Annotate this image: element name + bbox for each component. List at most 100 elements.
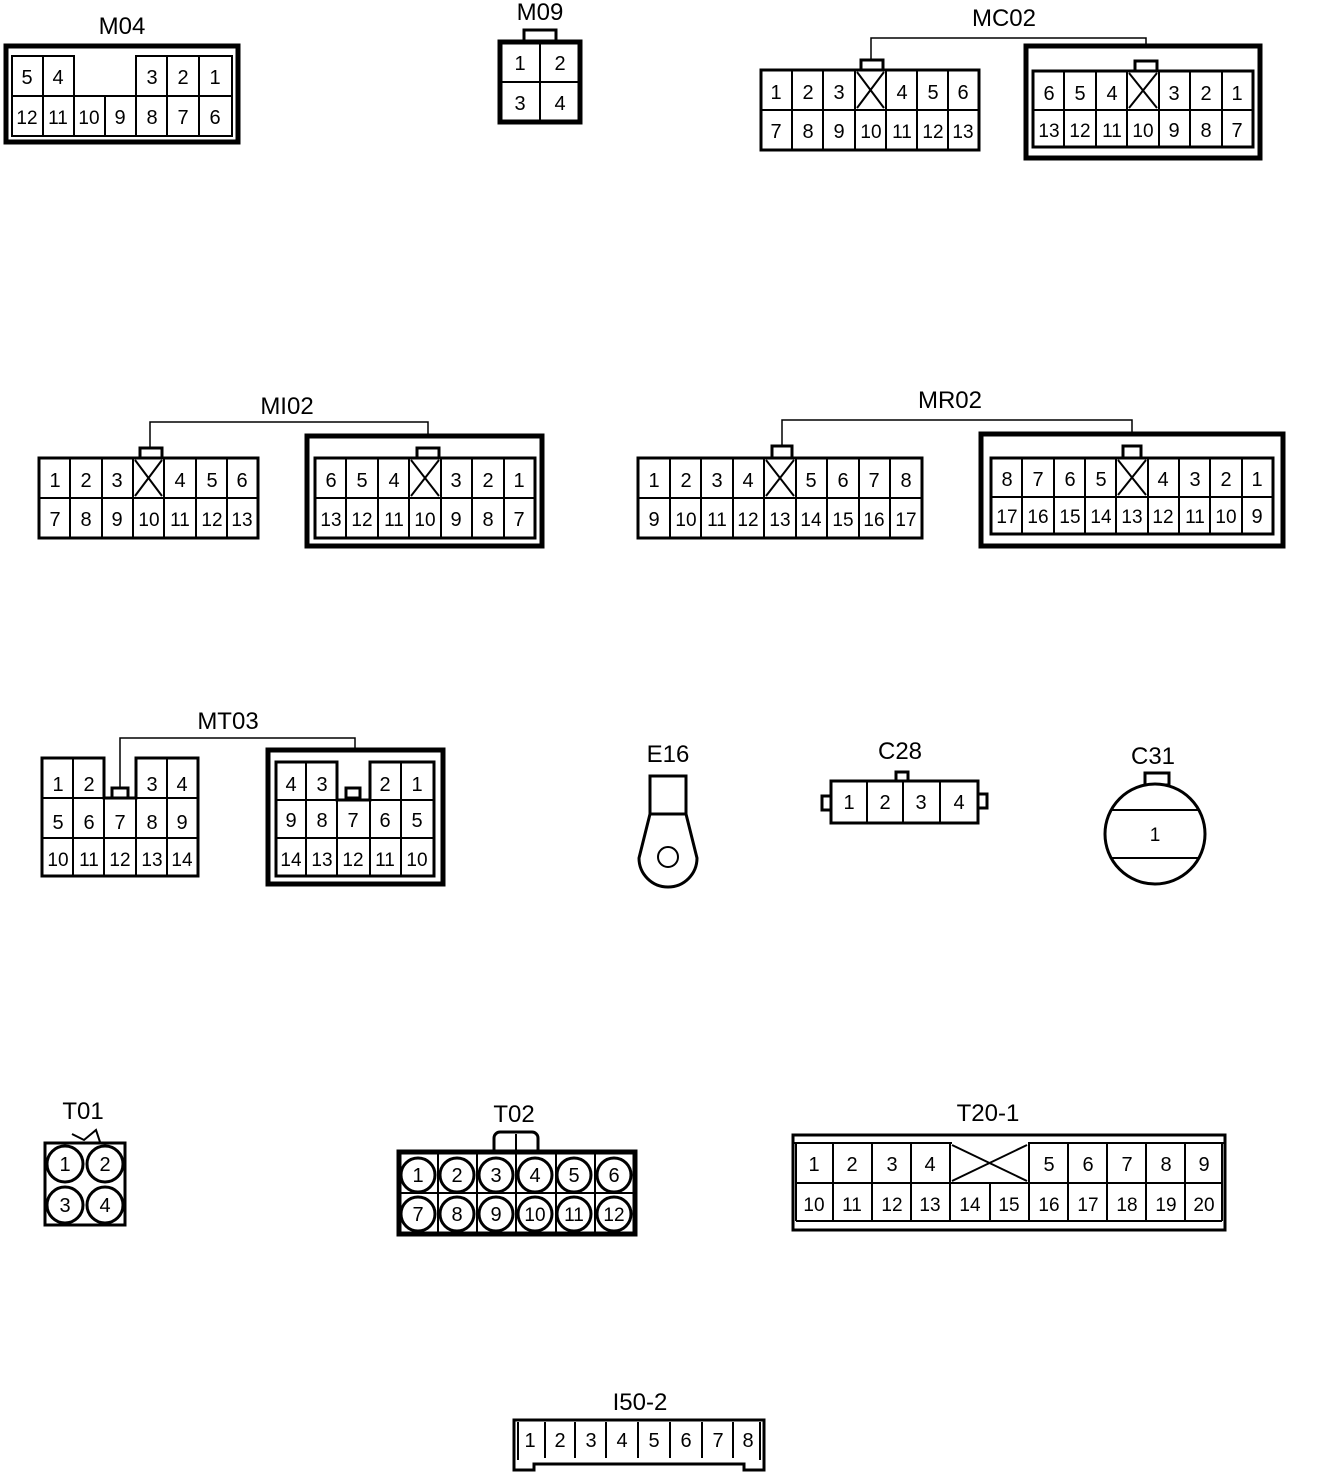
mc02-right-lock <box>1133 59 1159 73</box>
e16-ring-terminal <box>637 812 699 889</box>
mt03-left-lock <box>110 786 130 800</box>
pin-cavity <box>45 1144 85 1184</box>
pin-label: 12 <box>922 122 943 143</box>
pin-label: 15 <box>998 1195 1019 1216</box>
pin-label: 9 <box>111 509 122 531</box>
pin-label: 13 <box>1038 121 1059 142</box>
pin-label: 4 <box>285 774 296 796</box>
pin-label: 17 <box>1077 1195 1098 1216</box>
pin-label: 4 <box>52 67 63 89</box>
connector-title-mi02: MI02 <box>260 393 313 420</box>
pin-label: 12 <box>1152 507 1173 528</box>
pin-label: 1 <box>209 67 220 89</box>
e16-crimp <box>648 774 688 816</box>
pin-cavity <box>438 1156 476 1194</box>
pin-label: 2 <box>482 470 493 492</box>
pin-label: 9 <box>1168 120 1179 142</box>
pin-label: 1 <box>1251 469 1262 491</box>
pin-label: 3 <box>886 1154 897 1176</box>
pin-label: 5 <box>1074 83 1085 105</box>
pin-cavity <box>516 1156 554 1194</box>
pin-label: 4 <box>529 1165 540 1187</box>
pin-label: 14 <box>1090 507 1112 528</box>
pin-label: 9 <box>490 1204 501 1226</box>
pin-label: 10 <box>524 1205 545 1226</box>
pin-label: 8 <box>900 470 911 492</box>
pin-label: 4 <box>176 774 187 796</box>
connector-title-t01: T01 <box>62 1098 103 1125</box>
pin-label: 7 <box>1121 1154 1132 1176</box>
pin-label: 2 <box>554 1430 565 1452</box>
pin-cavity <box>477 1195 515 1233</box>
pin-label: 3 <box>146 67 157 89</box>
connector-title-e16: E16 <box>647 741 690 768</box>
pin-label: 9 <box>450 509 461 531</box>
mc02-left-dividers <box>791 70 949 150</box>
pin-label: 13 <box>952 122 973 143</box>
pin-cavity <box>477 1156 515 1194</box>
pin-label: 7 <box>177 107 188 129</box>
connector-title-t20-1: T20-1 <box>957 1100 1020 1127</box>
pin-cavity <box>516 1195 554 1233</box>
pin-label: 9 <box>176 812 187 834</box>
pin-label: 3 <box>316 774 327 796</box>
mc02-left-lock <box>859 58 885 72</box>
mr02-left-lock <box>770 444 794 460</box>
pin-label: 8 <box>146 812 157 834</box>
pin-label: 13 <box>231 510 252 531</box>
pin-label: 12 <box>201 510 222 531</box>
pin-label: 3 <box>450 470 461 492</box>
pin-label: 8 <box>80 509 91 531</box>
pin-label: 2 <box>1200 83 1211 105</box>
pin-label: 4 <box>1106 83 1117 105</box>
pin-label: 1 <box>412 1165 423 1187</box>
pin-label: 5 <box>52 812 63 834</box>
pin-label: 10 <box>675 510 696 531</box>
pin-label: 9 <box>648 509 659 531</box>
pin-label: 15 <box>1059 507 1080 528</box>
mr02-right-lock <box>1121 444 1143 460</box>
pin-label: 1 <box>52 774 63 796</box>
pin-label: 8 <box>482 509 493 531</box>
connector-title-m04: M04 <box>99 13 146 40</box>
pin-label: 5 <box>648 1430 659 1452</box>
pin-label: 2 <box>554 53 565 75</box>
pin-cavity <box>438 1195 476 1233</box>
pin-label: 6 <box>325 470 336 492</box>
pin-label: 5 <box>1095 469 1106 491</box>
pin-cavity <box>595 1195 633 1233</box>
pin-label: 1 <box>1231 83 1242 105</box>
pin-label: 14 <box>959 1195 981 1216</box>
pin-label: 19 <box>1155 1195 1176 1216</box>
pin-label: 1 <box>843 792 854 814</box>
pin-label: 7 <box>1231 120 1242 142</box>
pin-label: 7 <box>114 812 125 834</box>
connector-title-c31: C31 <box>1131 743 1175 770</box>
pin-label: 12 <box>881 1195 902 1216</box>
c31-pin: 1 <box>1150 825 1161 846</box>
pin-label: 7 <box>712 1430 723 1452</box>
connector-c31: C31 1 <box>1103 743 1207 886</box>
pin-label: 1 <box>49 470 60 492</box>
pin-label: 8 <box>316 810 327 832</box>
pin-label: 2 <box>83 774 94 796</box>
pin-label: 2 <box>680 470 691 492</box>
pin-label: 8 <box>1200 120 1211 142</box>
pin-label: 1 <box>59 1154 70 1176</box>
pin-label: 8 <box>742 1430 753 1452</box>
pin-cavity <box>595 1156 633 1194</box>
